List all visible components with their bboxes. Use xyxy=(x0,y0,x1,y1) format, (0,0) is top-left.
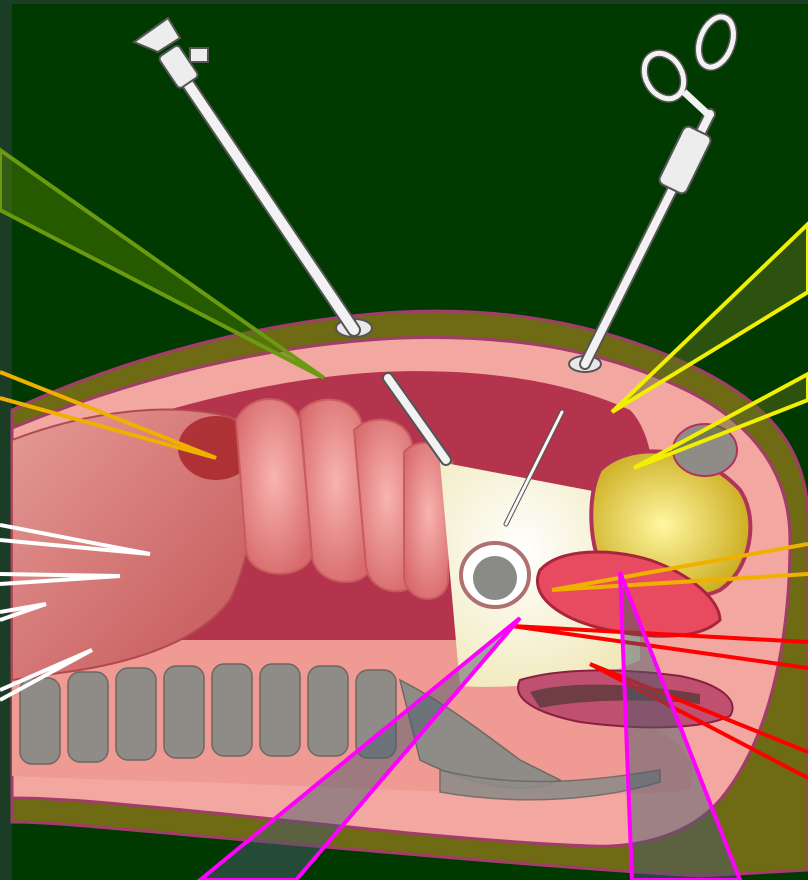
ovary-core xyxy=(473,556,517,600)
